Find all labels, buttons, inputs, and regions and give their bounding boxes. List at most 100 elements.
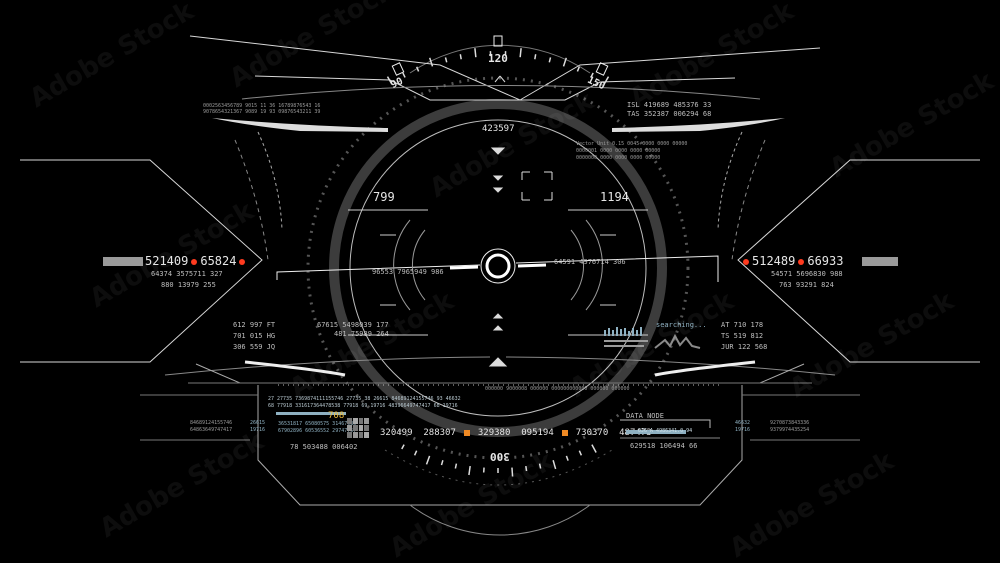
mid-stat-row: 481 75989 264 — [334, 330, 389, 338]
right-readout-line: 763 93291 824 — [779, 281, 834, 289]
compass-tick — [562, 57, 568, 67]
lower-data-row: 68 77918 331617364478538 77918 69 19716 … — [268, 403, 458, 409]
compass-ticks-bottom — [401, 444, 597, 477]
tas-readout: TAS 352387 006294 68 — [627, 110, 712, 118]
orange-square-icon — [463, 429, 470, 436]
compass-tick — [552, 460, 557, 470]
compass-tick — [401, 444, 405, 450]
left-main-readout: 521409 65824 — [145, 254, 248, 268]
compass-tick — [578, 450, 583, 456]
level-scale — [276, 412, 346, 415]
vector-info: Vector Unit 0.15 0045 0000 0000 00000 — [576, 141, 688, 147]
tiny-top-line: 9078654321367 9089 19 93 09876543211 39 — [203, 109, 321, 115]
compass-tick — [428, 57, 434, 67]
right-lower-code: 19716 — [735, 427, 751, 433]
bottom-readout-d: 095194 — [521, 428, 554, 438]
compass-ticks-top — [386, 48, 610, 85]
signal-meter — [604, 327, 642, 336]
compass-tick — [474, 48, 477, 58]
compass-tick — [425, 455, 431, 465]
right-indicator-bar — [862, 257, 898, 266]
compass-tick — [402, 72, 406, 78]
compass-tick — [565, 455, 569, 461]
compass-tick — [534, 54, 537, 60]
vector-info: 0000001 0000 0000 0000 00000 — [576, 148, 661, 154]
lower-data-row: 27 27735 7369874111155746 27735 38 26615… — [268, 396, 461, 402]
compass-tick — [511, 467, 514, 477]
bottom-readout-a: 320499 — [380, 428, 413, 438]
right-stat-row: JUR 122 568 — [721, 343, 768, 351]
vector-info: 0000000 0000 0000 0000 00000 — [576, 155, 661, 161]
right-lower-code: 46632 — [735, 420, 751, 426]
compass-tick — [591, 444, 597, 453]
compass-tick — [468, 465, 471, 476]
compass-tick — [538, 463, 542, 469]
bottom-readout-c: 329380 — [477, 428, 511, 438]
orange-square-icon — [561, 429, 568, 436]
mid-stat-row: 67615 5498039 177 — [317, 321, 389, 329]
red-dot-icon — [239, 258, 246, 265]
pixel-grid — [347, 418, 369, 438]
heading-300-label: 300 — [490, 450, 510, 463]
speed-right-readout: 1194 — [600, 190, 629, 204]
red-dot-icon — [798, 258, 805, 265]
compass-tick — [440, 460, 444, 466]
data-node-bar-text: 0J6_A 4986341.0 94 — [638, 428, 693, 434]
compass-tick — [444, 57, 448, 63]
horizon-left-readout: 96553 7965949 986 — [372, 268, 444, 276]
isl-readout: ISL 419689 485376 33 — [627, 101, 712, 109]
left-stat-row: 612 997 FT — [233, 321, 276, 329]
right-stat-row: AT 710 178 — [721, 321, 764, 329]
right-main-b: 66933 — [807, 254, 844, 268]
compass-tick — [413, 450, 418, 456]
left-main-a: 521409 — [145, 254, 189, 268]
left-lower-code: 19716 — [250, 427, 266, 433]
left-lower-code: 26615 — [250, 420, 266, 426]
horizon-right-readout: 64591 4976714 306 — [554, 258, 626, 266]
left-indicator-bar — [103, 257, 143, 266]
panel-708-value: 708 — [328, 411, 345, 421]
compass-tick — [590, 72, 594, 78]
bottom-left-readout: 78 503488 006402 — [290, 443, 358, 451]
compass-tick — [603, 76, 610, 85]
right-lower-row: 9379974435254 — [770, 427, 810, 433]
left-lower-row: 64863649747417 — [190, 427, 233, 433]
left-readout-line: 880 13979 255 — [161, 281, 216, 289]
left-lower-row: 84689124155746 — [190, 420, 233, 426]
compass-tick — [416, 66, 420, 72]
panel-708-row: 67902896 60536552 29747757 — [278, 428, 357, 434]
lower-data-row: 000000 9000008 000000 000000000000 00000… — [485, 386, 630, 392]
data-node-number: 629518 106494 66 — [630, 442, 698, 450]
compass-tick — [454, 463, 458, 469]
right-main-a: 512489 — [752, 254, 796, 268]
waveform-graph — [654, 333, 701, 349]
red-dot-icon — [743, 258, 749, 265]
compass-tick — [548, 57, 552, 63]
data-node-label: DATA NODE — [626, 412, 664, 420]
bottom-readout-b: 288307 — [423, 428, 456, 438]
red-dot-icon — [191, 258, 198, 265]
tiny-top-line: 0002563456789 9015 11 36 16789876543 16 — [203, 103, 321, 109]
right-stat-row: TS 519 812 — [721, 332, 764, 340]
compass-tick — [519, 48, 522, 58]
compass-tick — [386, 76, 393, 85]
speed-left-readout: 799 — [373, 190, 395, 204]
heading-120-label: 120 — [488, 52, 508, 65]
left-stat-row: 306 559 JQ — [233, 343, 276, 351]
left-stat-row: 701 015 HG — [233, 332, 276, 340]
right-lower-row: 9270873843336 — [770, 420, 810, 426]
panel-708-row: 36531817 65080575 31467985 — [278, 421, 357, 427]
compass-tick — [525, 465, 528, 472]
compass-tick — [459, 54, 462, 60]
compass-tick — [576, 66, 580, 72]
left-readout-line: 64374 3575711 327 — [151, 270, 223, 278]
right-readout-line: 54571 5696830 988 — [771, 270, 843, 278]
right-main-readout: 512489 66933 — [740, 254, 843, 268]
searching-status: searching... — [656, 321, 707, 329]
bottom-readout-e: 730370 — [575, 428, 609, 438]
data-node-bar — [626, 430, 686, 434]
left-main-b: 65824 — [200, 254, 237, 268]
